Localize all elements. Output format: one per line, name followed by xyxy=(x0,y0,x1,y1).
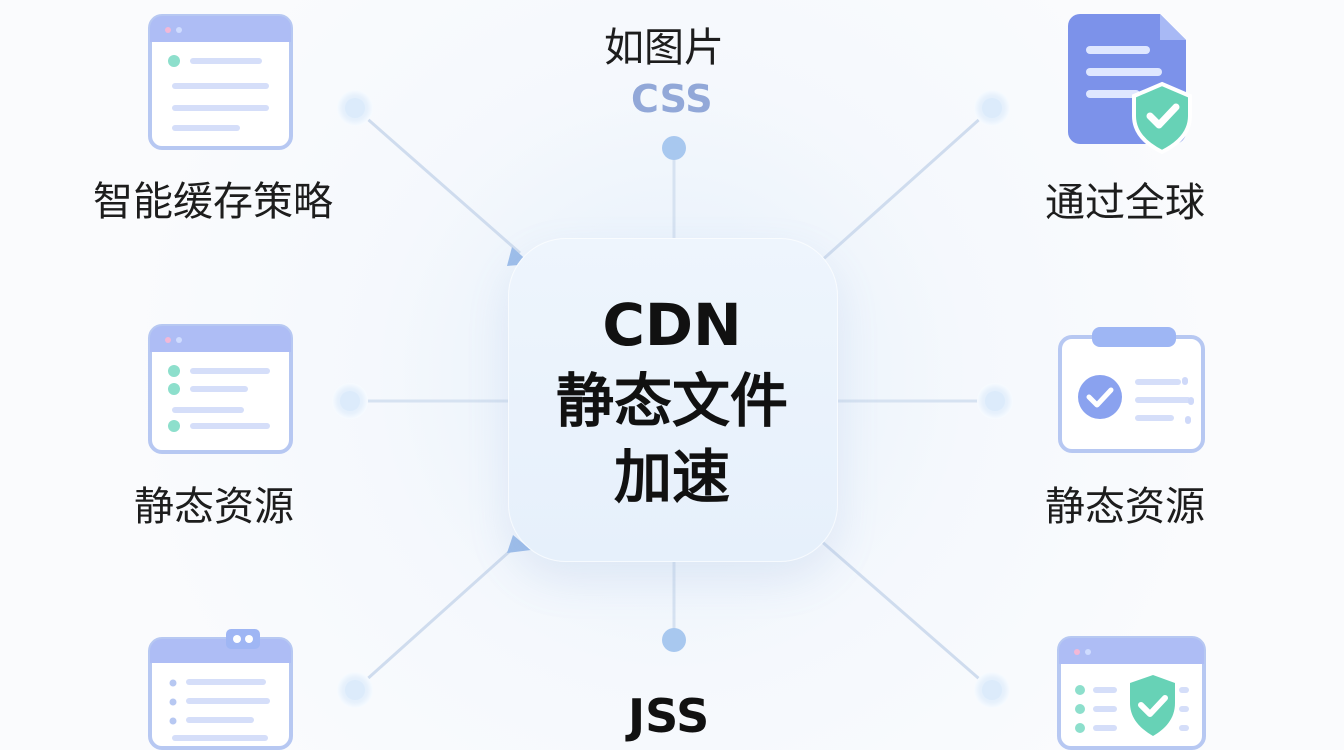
center-title-line-2: 静态文件 xyxy=(555,367,788,435)
connector-left-bottom xyxy=(353,540,522,692)
node-top xyxy=(662,136,686,160)
browser-window-list-icon xyxy=(148,14,293,150)
connector-right-bottom xyxy=(819,538,993,692)
node-left-mid-inner xyxy=(340,391,360,411)
center-title-line-1: CDN xyxy=(602,291,742,359)
document-shield-check-icon xyxy=(1062,12,1198,154)
node-right-top-inner xyxy=(982,98,1002,118)
node-left-bottom-inner xyxy=(345,680,365,700)
clipboard-check-icon xyxy=(1058,327,1205,453)
left-top-label: 智能缓存策略 xyxy=(93,179,333,225)
browser-window-document-icon xyxy=(148,629,293,750)
top-sub-label: CSS xyxy=(631,77,713,121)
bottom-label: JSS xyxy=(628,689,710,743)
left-mid-label: 静态资源 xyxy=(134,484,294,530)
node-left-top-inner xyxy=(345,98,365,118)
arrow-left-bottom xyxy=(507,535,531,553)
node-right-bottom-inner xyxy=(982,680,1002,700)
right-top-label: 通过全球 xyxy=(1045,180,1205,226)
browser-window-shield-check-icon xyxy=(1057,636,1206,750)
right-mid-label: 静态资源 xyxy=(1045,484,1205,530)
connector-right-top xyxy=(818,106,994,264)
node-bottom xyxy=(662,628,686,652)
browser-window-checklist-icon xyxy=(148,324,293,454)
center-card xyxy=(508,238,838,562)
top-label: 如图片 xyxy=(604,25,724,71)
center-title-line-3: 加速 xyxy=(613,443,730,511)
node-right-mid-inner xyxy=(985,391,1005,411)
connector-left-top xyxy=(354,106,521,255)
